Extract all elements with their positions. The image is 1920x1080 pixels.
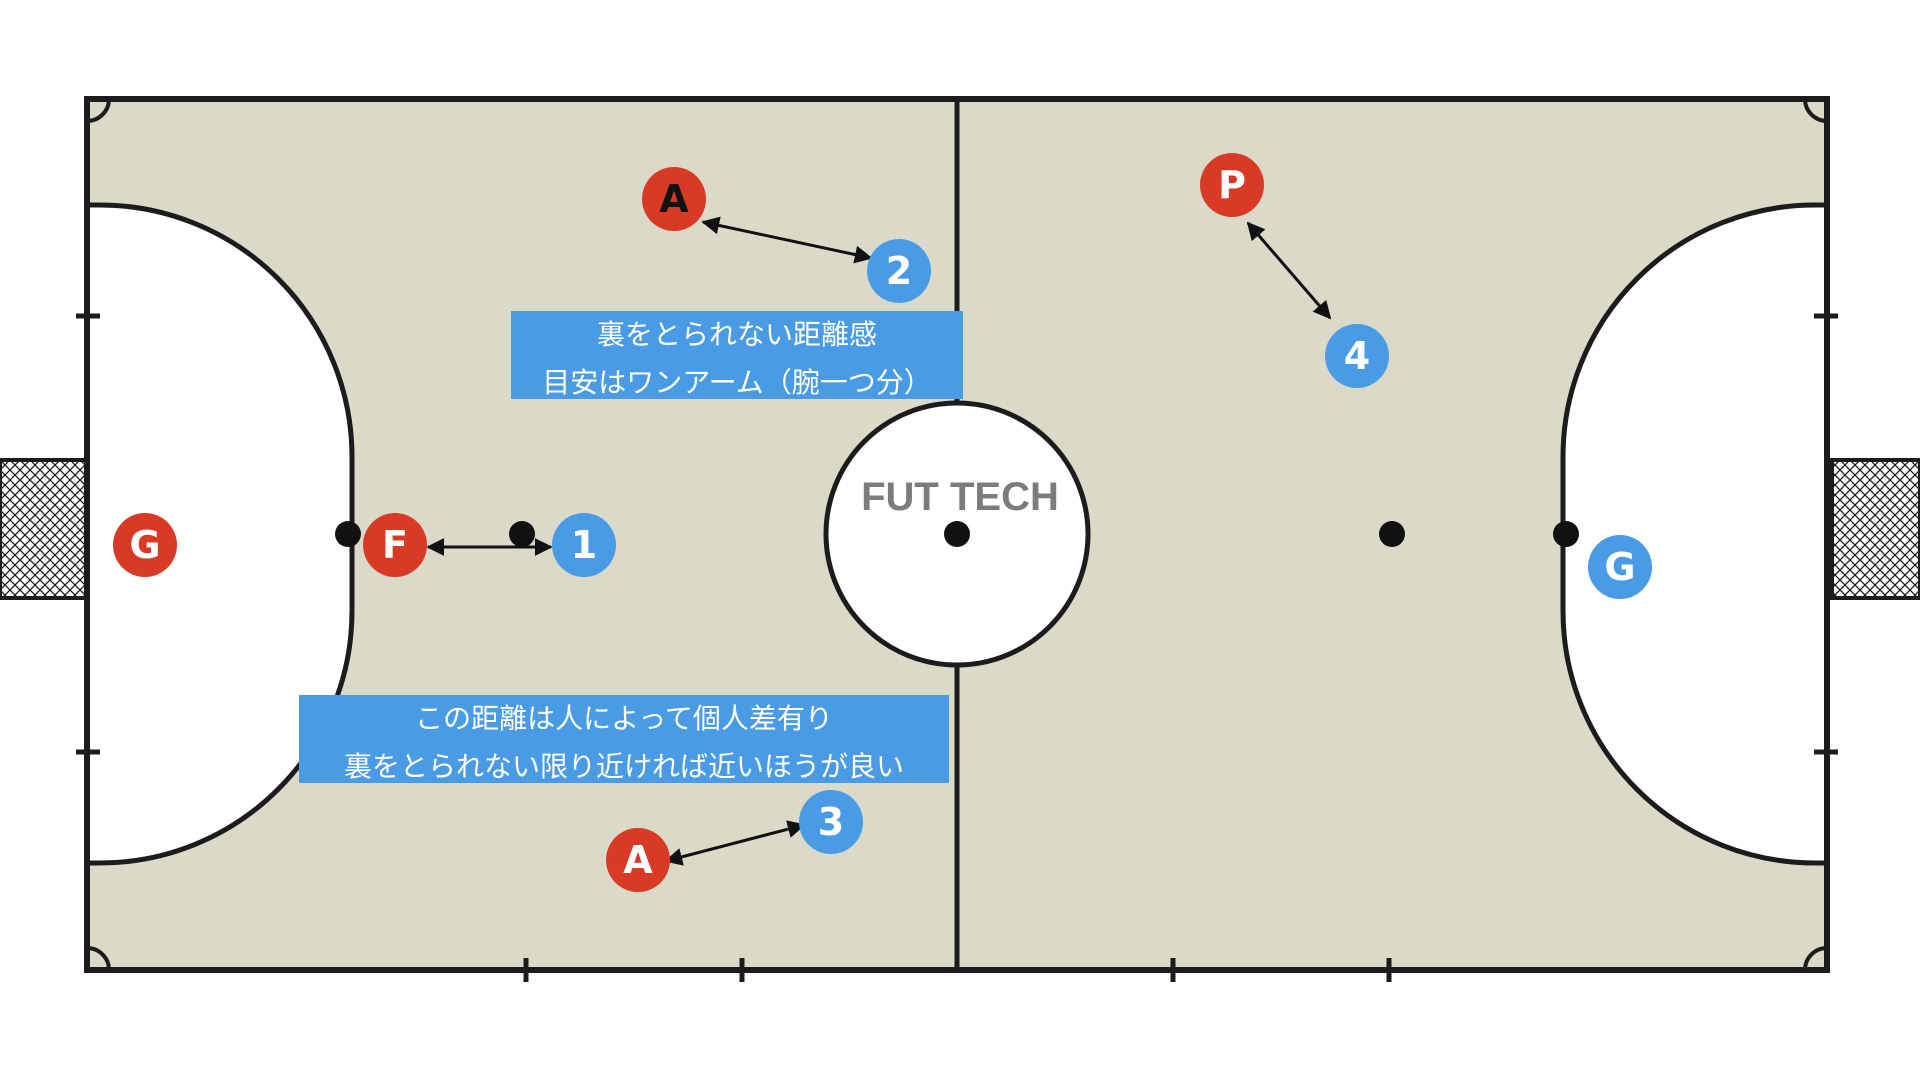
- teammate-4: 4: [1325, 324, 1389, 388]
- right-penalty-spot: [1553, 521, 1579, 547]
- opponent-goalkeeper: G: [113, 513, 177, 577]
- svg-text:F: F: [382, 523, 408, 567]
- svg-text:G: G: [129, 523, 160, 567]
- annotation-note-top-line1: 裏をとられない距離感: [596, 318, 877, 351]
- teammate-3: 3: [799, 790, 863, 854]
- right-goal-net: [1830, 458, 1920, 600]
- svg-text:A: A: [623, 838, 653, 882]
- brand-watermark: FUT TECH: [861, 475, 1059, 519]
- left-penalty-area: [84, 202, 355, 866]
- left-second-penalty-spot: [509, 521, 535, 547]
- court-tick-marks: [76, 313, 1838, 982]
- svg-text:2: 2: [886, 249, 912, 293]
- svg-text:G: G: [1604, 545, 1635, 589]
- opponent-a-bottom: A: [606, 828, 670, 892]
- left-goal-net: [0, 458, 89, 600]
- opponent-p: P: [1200, 153, 1264, 217]
- marking-distance-arrows: [426, 216, 1332, 866]
- corner-arcs: [86, 98, 1828, 971]
- annotation-note-top-line2: 目安はワンアーム（腕一つ分）: [542, 366, 932, 399]
- arrow-a-to-2: [701, 216, 873, 264]
- court-boundary: [84, 96, 1830, 973]
- teammate-1: 1: [552, 513, 616, 577]
- players: A 2 P 4 G F 1 G: [113, 153, 1652, 892]
- opponent-f: F: [363, 513, 427, 577]
- court-spots: [335, 521, 1579, 547]
- opponent-a-top: A: [642, 167, 706, 231]
- teammate-goalkeeper: G: [1588, 535, 1652, 599]
- annotation-note-top: 裏をとられない距離感 目安はワンアーム（腕一つ分）: [511, 311, 963, 399]
- annotation-note-bottom: この距離は人によって個人差有り 裏をとられない限り近ければ近いほうが良い: [299, 695, 949, 783]
- annotation-note-bottom-line2: 裏をとられない限り近ければ近いほうが良い: [343, 750, 904, 783]
- svg-text:A: A: [659, 177, 689, 221]
- arrow-a-to-3: [664, 820, 806, 866]
- teammate-2: 2: [867, 239, 931, 303]
- left-penalty-spot: [335, 521, 361, 547]
- svg-text:4: 4: [1344, 334, 1370, 378]
- svg-text:3: 3: [818, 800, 844, 844]
- svg-text:P: P: [1218, 163, 1246, 207]
- right-penalty-area: [1560, 202, 1830, 866]
- arrow-p-to-4: [1246, 221, 1332, 320]
- center-spot: [944, 521, 970, 547]
- right-second-penalty-spot: [1379, 521, 1405, 547]
- annotation-note-bottom-line1: この距離は人によって個人差有り: [415, 702, 833, 735]
- svg-text:1: 1: [571, 523, 597, 567]
